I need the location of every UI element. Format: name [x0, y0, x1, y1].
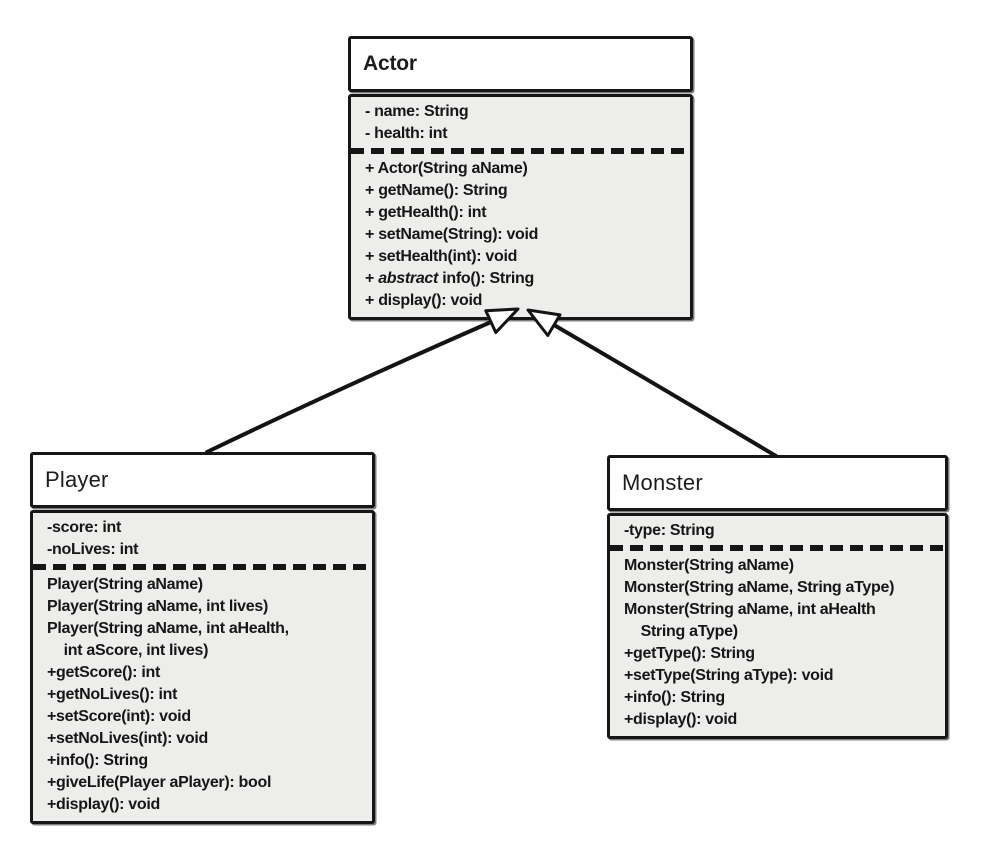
method-abstract: + abstract info(): String [351, 268, 690, 290]
class-body-monster: -type: String Monster(String aName) Mons… [607, 513, 948, 739]
method: + getName(): String [365, 182, 508, 199]
method: +setNoLives(int): void [47, 730, 208, 747]
method: + getHealth(): int [365, 204, 487, 221]
attribute: -type: String [624, 522, 715, 539]
class-box-monster: Monster -type: String Monster(String aNa… [607, 455, 948, 739]
method: Monster(String aName) [624, 557, 794, 574]
class-name: Monster [622, 470, 703, 495]
class-title-monster: Monster [607, 455, 948, 511]
method: +giveLife(Player aPlayer): bool [47, 774, 272, 791]
method: +display(): void [47, 796, 160, 813]
method: +getScore(): int [47, 664, 160, 681]
method-continuation: int aScore, int lives) [47, 642, 209, 659]
attributes-methods-separator [33, 564, 372, 570]
attribute: -score: int [47, 519, 122, 536]
method: + display(): void [365, 292, 483, 309]
class-name: Actor [363, 52, 417, 75]
method: +display(): void [624, 711, 737, 728]
class-title-player: Player [30, 452, 375, 508]
class-box-actor: Actor - name: String - health: int + Act… [348, 36, 693, 320]
class-body-actor: - name: String - health: int + Actor(Str… [348, 94, 693, 320]
attributes-methods-separator [610, 545, 945, 551]
inheritance-line-monster-actor [552, 323, 778, 458]
class-title-actor: Actor [348, 36, 693, 92]
class-body-player: -score: int -noLives: int Player(String … [30, 510, 375, 824]
method: Monster(String aName, String aType) [624, 579, 895, 596]
class-box-player: Player -score: int -noLives: int Player(… [30, 452, 375, 824]
attribute: - name: String [365, 103, 469, 120]
class-name: Player [45, 467, 109, 492]
method: + setHealth(int): void [365, 248, 518, 265]
method: + setName(String): void [365, 226, 539, 243]
method-continuation: String aType) [624, 623, 738, 640]
method: +getNoLives(): int [47, 686, 178, 703]
method: +info(): String [47, 752, 148, 769]
method: Player(String aName, int lives) [47, 598, 269, 615]
method: +info(): String [624, 689, 725, 706]
method: +getType(): String [624, 645, 755, 662]
method: + Actor(String aName) [365, 160, 528, 177]
attribute: -noLives: int [47, 541, 139, 558]
inheritance-line-player-actor [205, 320, 493, 454]
method: +setScore(int): void [47, 708, 191, 725]
abstract-keyword: abstract [378, 270, 439, 287]
attribute: - health: int [365, 125, 448, 142]
method-signature: info(): String [438, 270, 534, 287]
method: Monster(String aName, int aHealth [624, 601, 876, 618]
method: +setType(String aType): void [624, 667, 834, 684]
method: Player(String aName, int aHealth, [47, 620, 289, 637]
method: Player(String aName) [47, 576, 203, 593]
attributes-methods-separator [351, 148, 690, 154]
method-visibility: + [365, 270, 379, 287]
